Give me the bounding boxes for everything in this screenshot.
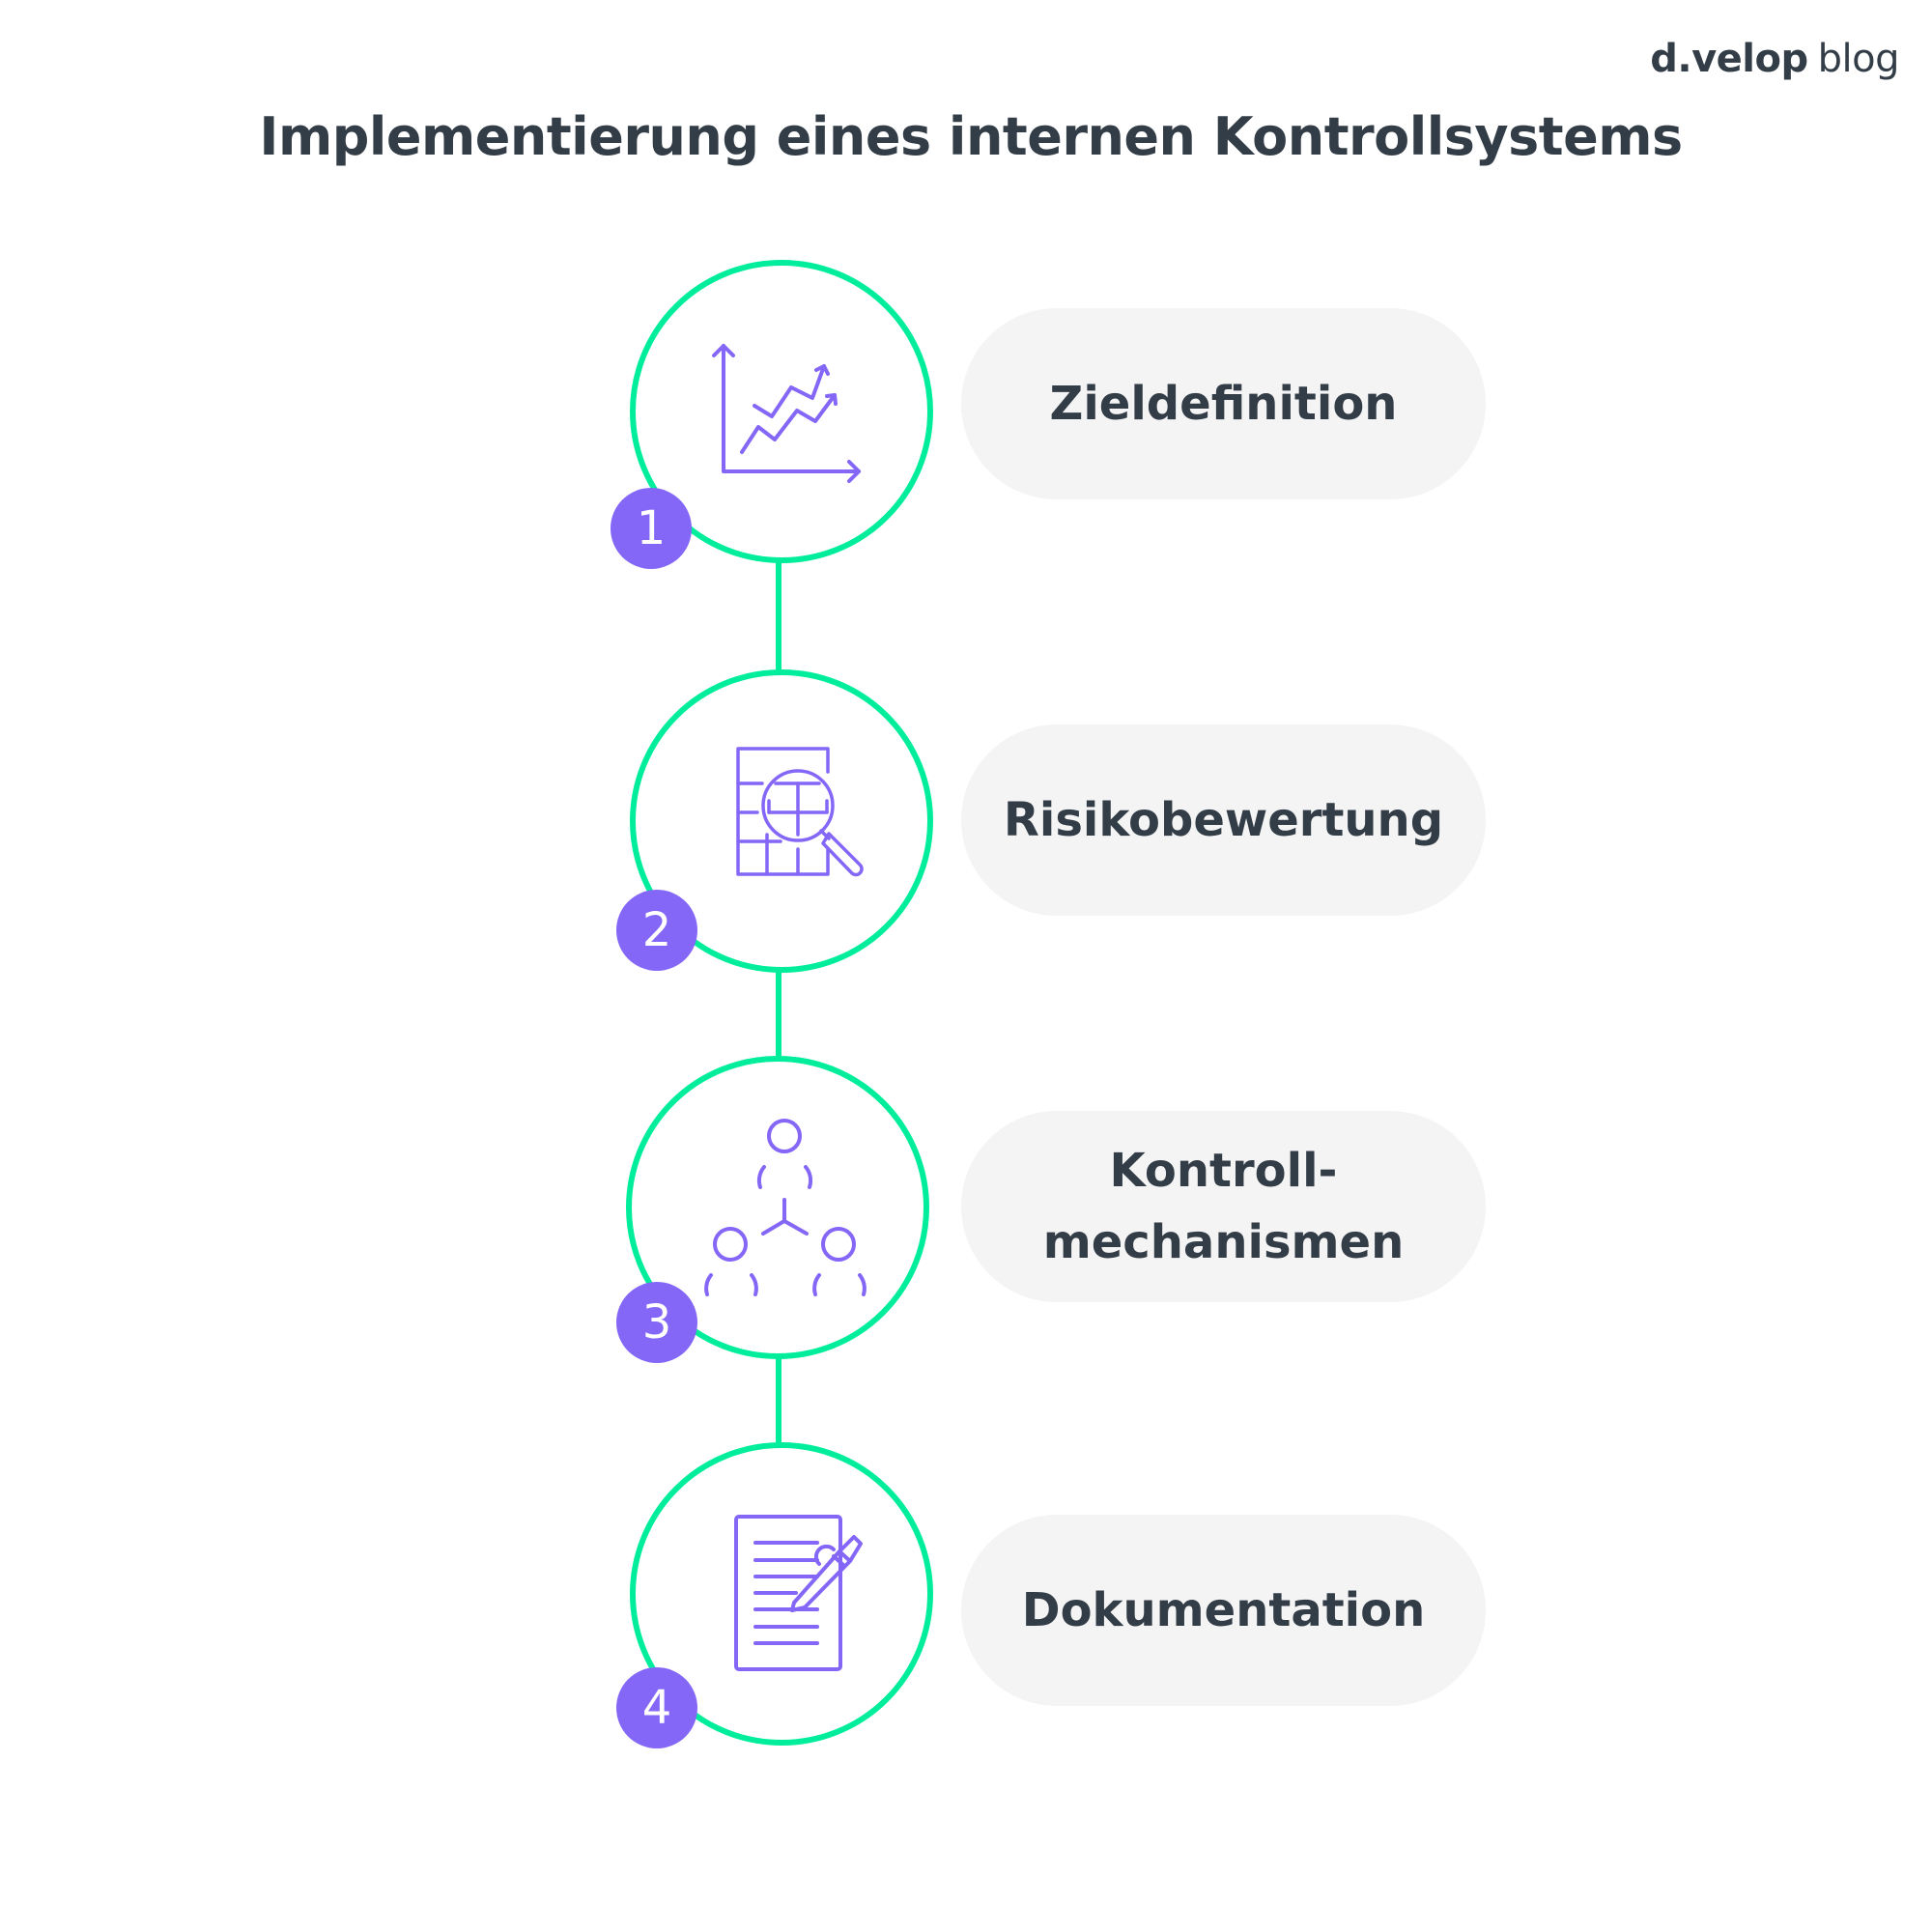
- step-4-label: Dokumentation: [961, 1515, 1486, 1706]
- connector-line: [776, 968, 781, 1065]
- step-3-badge: 3: [616, 1282, 697, 1363]
- document-pen-icon: [734, 1515, 863, 1671]
- step-1-label-text: Zieldefinition: [1049, 376, 1398, 431]
- step-3-label-line2: mechanismen: [1042, 1215, 1405, 1269]
- brand-logo: d.velop blog: [1650, 37, 1899, 81]
- team-hierarchy-icon: [704, 1119, 867, 1296]
- connector-line: [776, 558, 781, 674]
- spreadsheet-magnifier-icon: [736, 747, 864, 877]
- step-4-label-text: Dokumentation: [1021, 1582, 1426, 1637]
- connector-line: [776, 1354, 781, 1451]
- step-3-label: Kontroll- mechanismen: [961, 1111, 1486, 1302]
- step-4-badge: 4: [616, 1667, 697, 1748]
- step-3-label-line1: Kontroll-: [1109, 1143, 1338, 1198]
- step-2-label-text: Risikobewertung: [1003, 792, 1444, 847]
- step-1-badge: 1: [611, 488, 692, 569]
- logo-sub: blog: [1817, 37, 1900, 81]
- step-2-badge: 2: [616, 890, 697, 971]
- logo-brand: d.velop: [1650, 37, 1808, 81]
- growth-chart-icon: [712, 344, 861, 483]
- step-2-label: Risikobewertung: [961, 724, 1486, 916]
- step-1-label: Zieldefinition: [961, 308, 1486, 499]
- page-title: Implementierung eines internen Kontrolls…: [259, 106, 1683, 167]
